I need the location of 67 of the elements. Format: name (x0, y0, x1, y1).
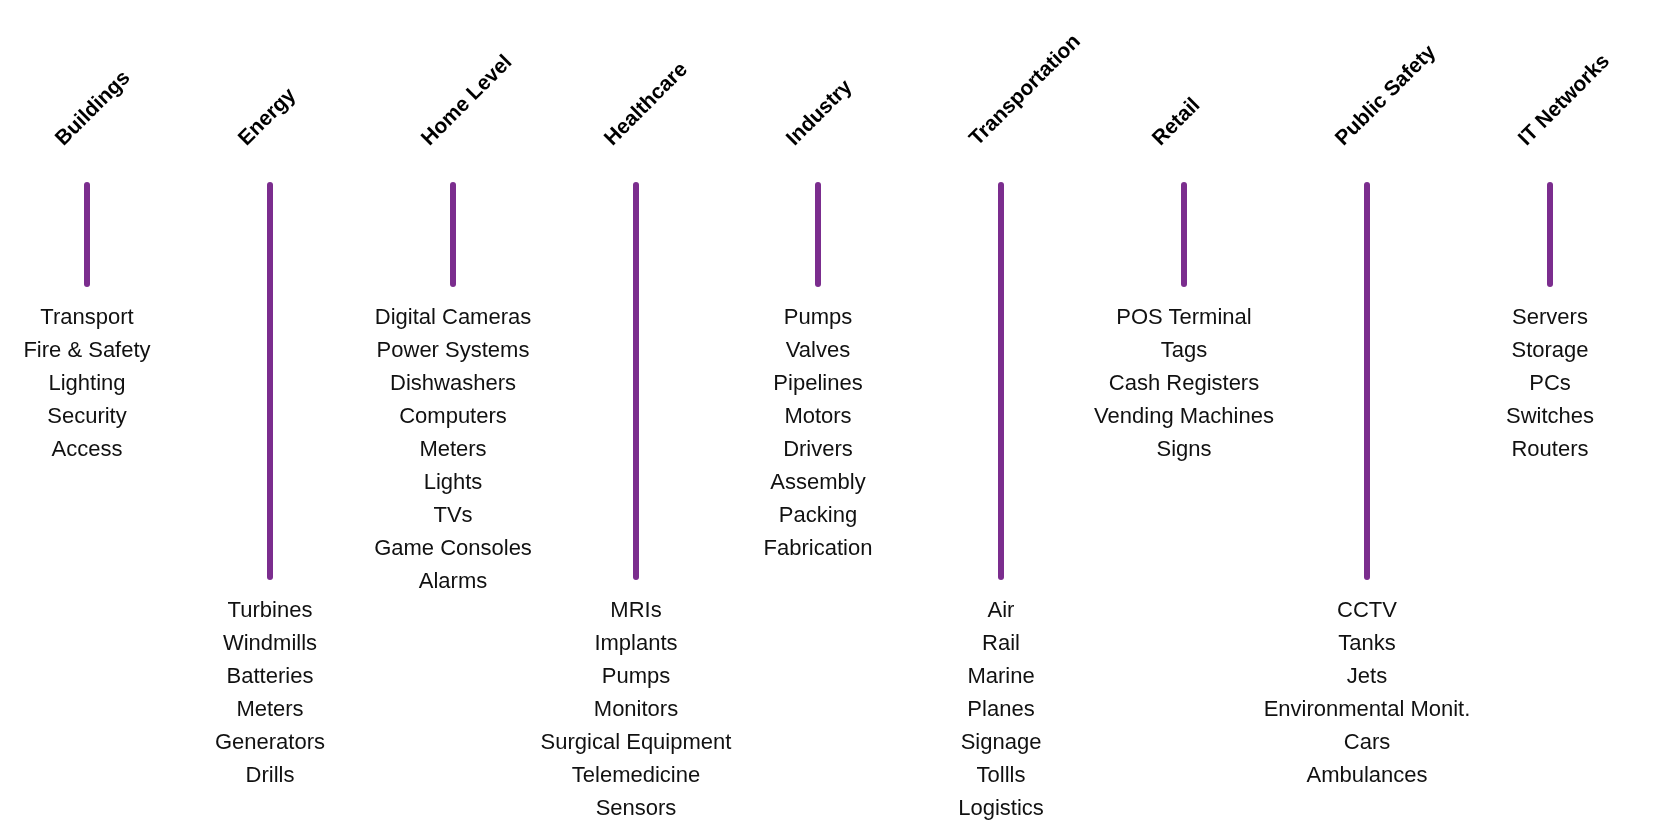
list-item: MRIs (610, 596, 662, 624)
list-item: Pumps (783, 303, 853, 331)
list-item: Switches (1506, 402, 1594, 430)
list-item: Sensors (595, 794, 677, 822)
list-item: Fabrication (763, 534, 873, 562)
list-item: Batteries (226, 662, 314, 690)
list-item: Servers (1512, 303, 1588, 331)
connector-line (1181, 182, 1187, 287)
connector-line (450, 182, 456, 287)
list-item: Marine (967, 662, 1035, 690)
list-item: Routers (1511, 435, 1589, 463)
list-item: Motors (784, 402, 852, 430)
list-item: Storage (1511, 336, 1589, 364)
list-item: Fire & Safety (23, 336, 151, 364)
connector-line (998, 182, 1004, 580)
list-item: Alarms (418, 567, 488, 595)
list-item: Tollls (976, 761, 1026, 789)
connector-line (84, 182, 90, 287)
list-item: Generators (214, 728, 326, 756)
list-item: Logistics (958, 794, 1044, 822)
list-item: Jets (1346, 662, 1388, 690)
list-item: Signage (960, 728, 1042, 756)
list-item: Surgical Equipment (540, 728, 732, 756)
connector-line (633, 182, 639, 580)
connector-line (1364, 182, 1370, 580)
list-item: Dishwashers (390, 369, 516, 397)
connector-line (815, 182, 821, 287)
list-item: Air (987, 596, 1015, 624)
list-item: Security (47, 402, 127, 430)
list-item: PCs (1529, 369, 1571, 397)
list-item: Drivers (783, 435, 853, 463)
list-item: Computers (399, 402, 507, 430)
list-item: Environmental Monit. (1263, 695, 1471, 723)
list-item: POS Terminal (1116, 303, 1252, 331)
connector-line (267, 182, 273, 580)
list-item: Drills (245, 761, 295, 789)
list-item: Rail (982, 629, 1020, 657)
list-item: Ambulances (1306, 761, 1428, 789)
list-item: Windmills (222, 629, 318, 657)
list-item: Implants (594, 629, 678, 657)
list-item: Assembly (770, 468, 866, 496)
list-item: Cash Registers (1108, 369, 1260, 397)
list-item: Power Systems (376, 336, 530, 364)
list-item: Game Consoles (374, 534, 532, 562)
list-item: Valves (785, 336, 851, 364)
list-item: TVs (433, 501, 473, 529)
list-item: Tags (1160, 336, 1208, 364)
list-item: Cars (1343, 728, 1391, 756)
list-item: Telemedicine (571, 761, 701, 789)
list-item: CCTV (1337, 596, 1397, 624)
list-item: Planes (967, 695, 1035, 723)
list-item: Tanks (1338, 629, 1396, 657)
list-item: Turbines (227, 596, 313, 624)
list-item: Meters (419, 435, 487, 463)
list-item: Monitors (593, 695, 679, 723)
list-item: Meters (236, 695, 304, 723)
connector-line (1547, 182, 1553, 287)
list-item: Packing (778, 501, 858, 529)
list-item: Signs (1156, 435, 1212, 463)
list-item: Transport (40, 303, 134, 331)
list-item: Pumps (601, 662, 671, 690)
list-item: Access (51, 435, 123, 463)
list-item: Vending Machines (1094, 402, 1274, 430)
list-item: Digital Cameras (374, 303, 532, 331)
list-item: Lights (423, 468, 483, 496)
list-item: Lighting (48, 369, 126, 397)
list-item: Pipelines (773, 369, 863, 397)
